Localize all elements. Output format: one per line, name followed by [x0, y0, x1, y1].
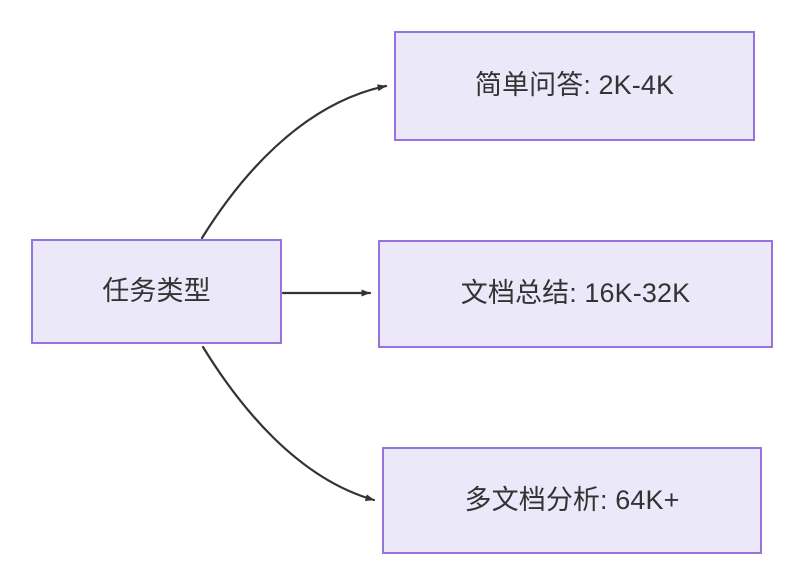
node-task-type-label: 任务类型 — [102, 275, 211, 306]
node-simple-qa-label: 简单问答: 2K-4K — [474, 70, 675, 101]
node-simple-qa[interactable]: 简单问答: 2K-4K — [394, 31, 755, 141]
node-multi-doc-label: 多文档分析: 64K+ — [464, 484, 680, 515]
edge-task-type-to-multi-doc — [201, 345, 376, 502]
node-multi-doc[interactable]: 多文档分析: 64K+ — [382, 447, 762, 554]
edge-task-type-to-simple-qa — [200, 84, 388, 240]
node-doc-sum-label: 文档总结: 16K-32K — [460, 278, 691, 309]
node-doc-sum[interactable]: 文档总结: 16K-32K — [378, 240, 773, 348]
node-task-type[interactable]: 任务类型 — [31, 239, 282, 344]
